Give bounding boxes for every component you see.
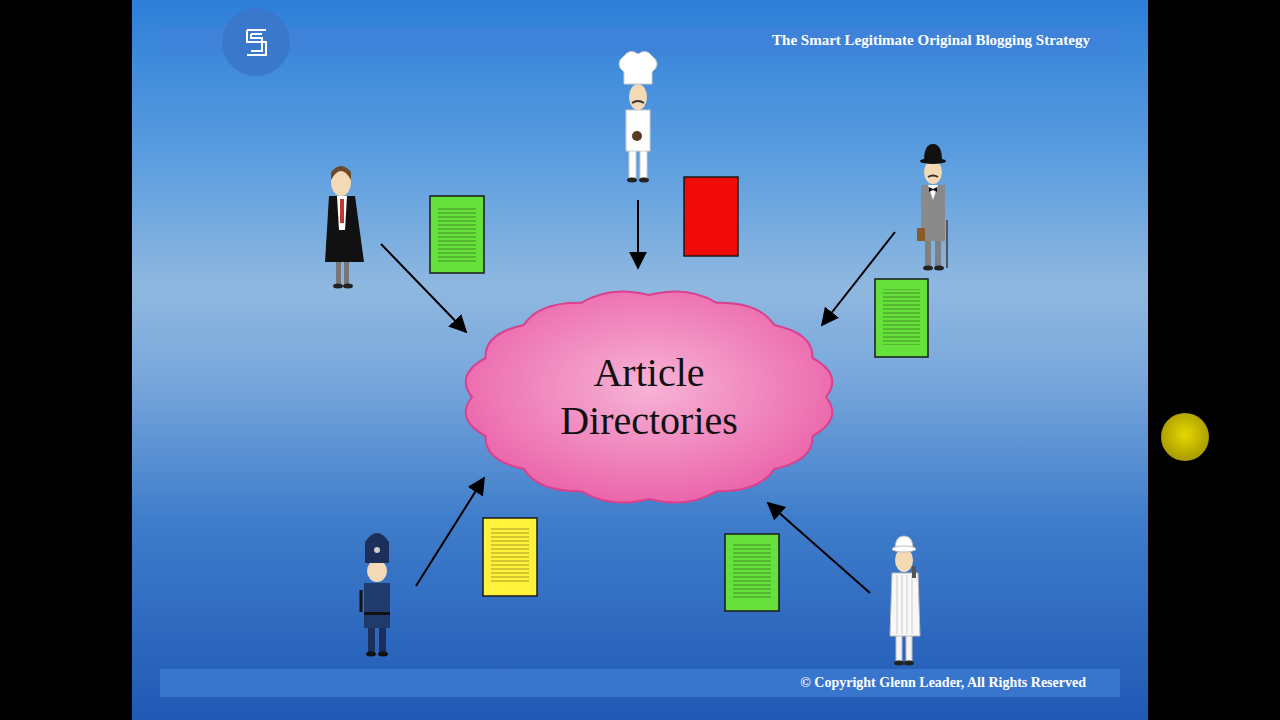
gentleman-figure [917, 228, 925, 241]
policeman-figure [374, 547, 380, 553]
academic-figure [343, 284, 353, 289]
arrow [637, 200, 639, 268]
policeman-figure [379, 626, 386, 652]
chef-figure [619, 51, 657, 84]
gentleman-figure [946, 220, 948, 268]
cursor-highlight [1161, 413, 1209, 461]
gentleman-figure [917, 144, 947, 271]
green-document [430, 196, 484, 273]
yellow-document [483, 518, 537, 596]
chef-figure [640, 150, 647, 178]
policeman-figure [364, 612, 390, 615]
policeman-figure [378, 652, 388, 657]
academic-figure [337, 196, 347, 230]
arrow [768, 503, 870, 593]
gentleman-figure [928, 185, 938, 200]
academic-figure [333, 284, 343, 289]
white-suit-figure [892, 546, 916, 552]
arrow [822, 232, 895, 325]
green-document [725, 534, 779, 611]
gentleman-figure [920, 158, 946, 164]
academic-figure [325, 196, 364, 262]
green-document [733, 544, 771, 600]
academic-figure [331, 166, 351, 180]
academic-figure [325, 166, 364, 289]
white-suit-figure [894, 661, 904, 666]
policeman-figure [368, 626, 375, 652]
chef-figure [639, 178, 649, 183]
white-suit-figure [912, 566, 916, 578]
header-band [160, 28, 1120, 55]
yellow-document [483, 518, 537, 596]
white-suit-figure [897, 575, 912, 634]
cloud-node: Article Directories [458, 283, 840, 511]
gentleman-figure [925, 238, 931, 266]
policeman-figure [361, 533, 390, 657]
arrow [381, 244, 466, 332]
chef-figure [629, 84, 647, 110]
gentleman-figure [934, 266, 944, 271]
academic-figure [340, 199, 344, 223]
footer-band [160, 669, 1120, 697]
green-document [725, 534, 779, 611]
yellow-document [491, 528, 529, 584]
chef-figure [627, 178, 637, 183]
green-document [430, 196, 484, 273]
policeman-figure [367, 560, 387, 582]
policeman-figure [360, 590, 363, 612]
white-suit-figure [896, 633, 902, 661]
arrow [416, 478, 484, 586]
logo [247, 30, 266, 55]
chef-figure [632, 101, 644, 103]
node-label: Article Directories [529, 349, 769, 445]
cloud-outline [458, 283, 840, 511]
green-document [875, 279, 928, 357]
chef-figure [626, 110, 650, 151]
policeman-figure [366, 652, 376, 657]
chef-figure [629, 150, 636, 178]
chef-figure [632, 131, 642, 141]
green-document [875, 279, 928, 357]
green-document [883, 289, 920, 345]
policeman-figure [365, 533, 389, 563]
white-suit-figure [906, 633, 912, 661]
arrow [381, 200, 895, 593]
red-document [684, 177, 738, 256]
gentleman-figure [935, 238, 941, 266]
policeman-figure [364, 583, 390, 628]
gentleman-figure [923, 266, 933, 271]
white-suit-figure [904, 661, 914, 666]
white-suit-figure [890, 573, 920, 636]
logo [222, 8, 290, 76]
cloud-shape [466, 291, 833, 502]
gentleman-figure [928, 176, 938, 178]
white-suit-figure [890, 536, 920, 666]
copyright-note: © Copyright Glenn Leader, All Rights Res… [800, 675, 1086, 691]
chef-figure [619, 51, 657, 182]
gentleman-figure [929, 187, 937, 192]
slide-title: The Smart Legitimate Original Blogging S… [772, 32, 1090, 49]
red-document [684, 177, 738, 256]
green-document [438, 206, 476, 262]
logo [222, 8, 290, 76]
